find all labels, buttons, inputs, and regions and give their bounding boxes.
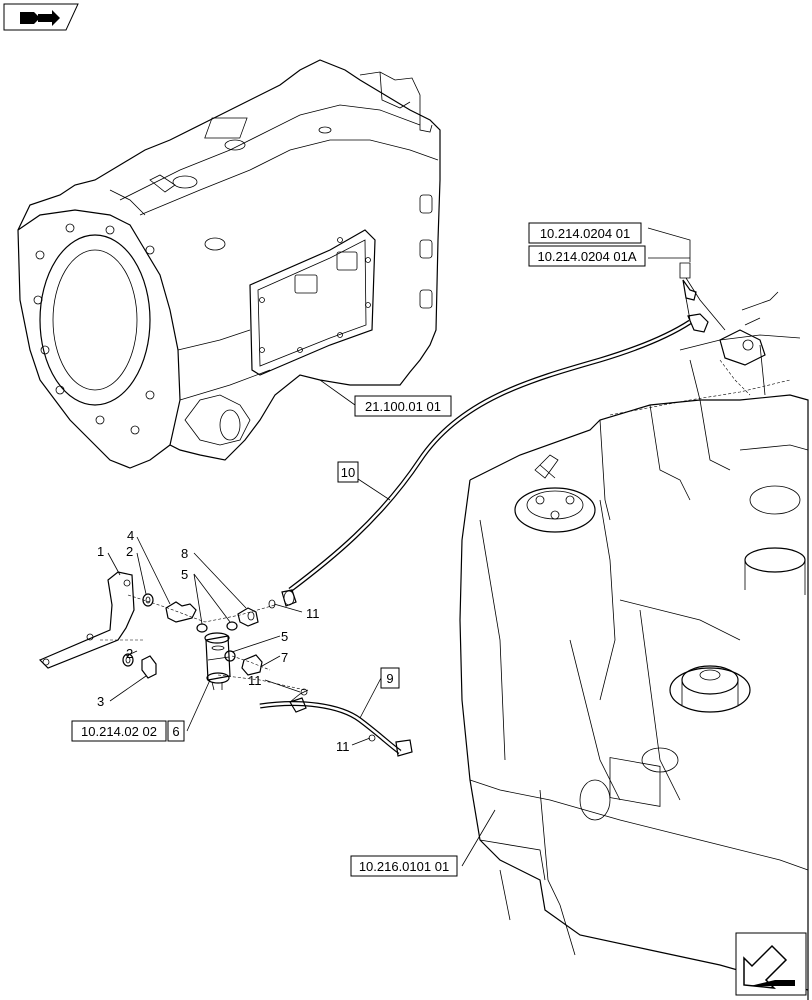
callout-11[interactable]: 11 (248, 673, 262, 688)
ref-label: 21.100.01 01 (365, 399, 441, 414)
fuel-return-fitting (679, 262, 779, 366)
callout-11[interactable]: 11 (336, 739, 350, 754)
callout-2[interactable]: 2 (126, 646, 133, 661)
callout-4[interactable]: 4 (127, 528, 134, 543)
callout-9: 9 (386, 671, 393, 686)
seal-ring-part-5 (196, 621, 238, 662)
bracket-part-1 (38, 571, 135, 669)
callout-8[interactable]: 8 (181, 546, 188, 561)
ref-label: 10.216.0101 01 (359, 859, 449, 874)
connector-part-8 (237, 607, 259, 627)
leader-lines (107, 227, 726, 867)
callout-box-10[interactable]: 10 (337, 461, 359, 483)
ref-box-10-216-0101-01[interactable]: 10.216.0101 01 (350, 855, 458, 877)
bolt-part-3 (141, 655, 157, 679)
ref-label: 10.214.0204 01 (540, 226, 630, 241)
transmission-housing (17, 59, 441, 469)
next-page-arrow-icon[interactable] (735, 932, 807, 996)
callout-6: 6 (172, 724, 179, 739)
callout-7[interactable]: 7 (281, 650, 288, 665)
book-arrow-icon[interactable] (3, 3, 79, 31)
ref-box-10-214-0204-01[interactable]: 10.214.0204 01 (528, 222, 642, 244)
ref-box-10-214-02-02[interactable]: 10.214.02 02 (71, 720, 167, 742)
fuel-pipe-part-9 (259, 689, 413, 757)
ref-label: 10.214.02 02 (81, 724, 157, 739)
fuel-filter-part-6 (204, 632, 231, 691)
ref-label: 10.214.0204 01A (537, 249, 636, 264)
adapter-part-4 (165, 601, 197, 623)
callout-1[interactable]: 1 (97, 544, 104, 559)
callout-box-9[interactable]: 9 (380, 667, 400, 689)
callout-box-6[interactable]: 6 (167, 720, 185, 742)
union-part-7 (241, 654, 263, 676)
fuel-line (281, 313, 709, 607)
callout-11[interactable]: 11 (306, 606, 320, 621)
callout-10: 10 (341, 465, 355, 480)
callout-3[interactable]: 3 (97, 694, 104, 709)
callout-2[interactable]: 2 (126, 544, 133, 559)
ref-box-10-214-0204-01A[interactable]: 10.214.0204 01A (528, 245, 646, 267)
callout-5[interactable]: 5 (181, 567, 188, 582)
fuel-tank (459, 334, 809, 1000)
callout-5[interactable]: 5 (281, 629, 288, 644)
ref-box-21-100-01-01[interactable]: 21.100.01 01 (354, 395, 452, 417)
